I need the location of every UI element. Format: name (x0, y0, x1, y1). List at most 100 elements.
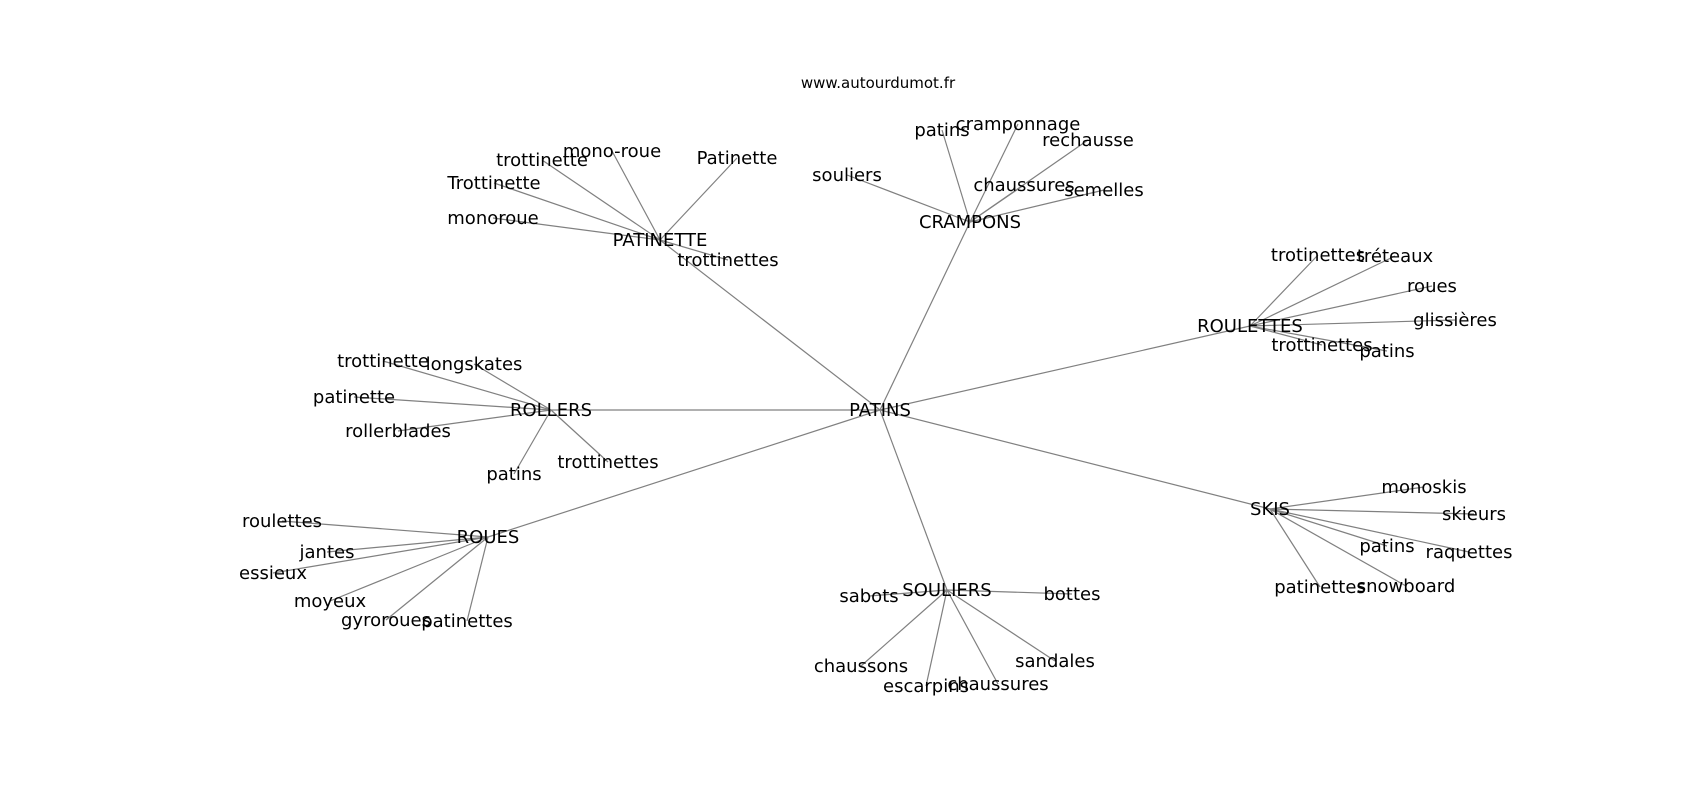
labels: PATINS CRAMPONS patins cramponnagerechausse… (239, 114, 1512, 697)
edge-roulettes-leaf-2 (1249, 285, 1433, 327)
edge-roulettes-leaf-5 (1249, 325, 1388, 352)
leaf-node-rollers: patinette (313, 387, 395, 408)
leaf-node-crampons: cramponnage (956, 114, 1081, 135)
leaf-node-crampons: rechausse (1042, 130, 1134, 151)
edge-skis-leaf-1 (1269, 508, 1475, 515)
hub-node-roues: ROUES (457, 527, 520, 548)
center-node-label: PATINS (849, 400, 911, 421)
leaf-node-skis: patins (1359, 536, 1414, 557)
edge-patinette-leaf-1 (611, 150, 661, 241)
edge-rollers-leaf-3 (397, 409, 552, 432)
edge-souliers-leaf-2 (860, 589, 948, 667)
leaf-node-rollers: patins (486, 464, 541, 485)
leaf-node-roues: moyeux (294, 591, 367, 612)
source-label: www.autourdumot.fr (801, 74, 956, 92)
leaf-node-crampons: souliers (812, 165, 882, 186)
leaf-node-patinette: Patinette (697, 148, 778, 169)
edge-center-roues (487, 409, 881, 538)
edge-souliers-leaf-0 (868, 589, 948, 597)
leaf-node-roulettes: patins (1359, 341, 1414, 362)
leaf-node-souliers: escarpins (883, 676, 969, 697)
leaf-node-roues: patinettes (421, 611, 513, 632)
leaf-node-roulettes: glissières (1413, 310, 1497, 331)
leaf-node-skis: snowboard (1357, 576, 1456, 597)
leaf-node-patinette: monoroue (447, 208, 538, 229)
leaf-node-roulettes: tréteaux (1357, 246, 1434, 267)
leaf-node-roues: essieux (239, 563, 307, 584)
leaf-node-roues: jantes (299, 542, 355, 563)
leaf-node-souliers: chaussons (814, 656, 908, 677)
edge-rollers-leaf-4 (513, 409, 552, 475)
leaf-node-roulettes: trottinettes (1271, 335, 1372, 356)
leaf-node-skis: skieurs (1442, 504, 1506, 525)
edge-rollers-leaf-5 (550, 409, 609, 463)
edge-roues-leaf-3 (329, 536, 489, 602)
leaf-node-rollers: rollerblades (345, 421, 451, 442)
edge-roulettes-leaf-1 (1249, 255, 1396, 327)
hub-node-roulettes: ROULETTES (1197, 316, 1303, 337)
edge-souliers-leaf-3 (925, 589, 948, 687)
leaf-node-patinette: Trottinette (446, 173, 540, 194)
leaf-node-roulettes: trotinettes (1271, 245, 1365, 266)
leaf-node-patinette: trottinette (496, 150, 588, 171)
edge-skis-leaf-0 (1269, 486, 1425, 510)
leaf-node-souliers: sabots (839, 586, 898, 607)
edge-rollers-leaf-2 (353, 396, 552, 411)
edge-crampons-leaf-4 (969, 184, 1025, 223)
edge-roues-leaf-2 (272, 536, 489, 574)
leaf-node-patinette: trottinettes (677, 250, 778, 271)
edge-roulettes-leaf-4 (1249, 325, 1323, 346)
hub-node-patinette: PATINETTE (613, 230, 708, 251)
edge-skis-leaf-2 (1269, 508, 1388, 547)
leaf-node-skis: patinettes (1274, 577, 1366, 598)
leaf-node-roues: roulettes (242, 511, 322, 532)
edge-patinette-leaf-0 (541, 159, 661, 241)
edge-roues-leaf-4 (385, 536, 489, 621)
edge-souliers-leaf-1 (946, 589, 1073, 595)
edge-crampons-leaf-0 (941, 129, 971, 223)
edge-rollers-leaf-1 (473, 363, 552, 411)
edge-skis-leaf-5 (1269, 508, 1407, 587)
edge-skis-leaf-4 (1269, 508, 1321, 588)
edge-patinette-leaf-2 (659, 157, 738, 241)
leaf-node-skis: monoskis (1381, 477, 1466, 498)
hub-node-rollers: ROLLERS (510, 400, 592, 421)
leaf-node-crampons: chaussures (973, 175, 1074, 196)
leaf-node-roues: gyroroues (341, 610, 431, 631)
edge-roues-leaf-1 (326, 536, 489, 553)
edge-souliers-leaf-4 (946, 589, 999, 685)
leaf-node-rollers: trottinettes (557, 452, 658, 473)
edge-rollers-leaf-0 (382, 360, 552, 411)
edge-patinette-leaf-4 (492, 217, 661, 241)
edge-center-skis (879, 409, 1271, 510)
leaf-node-rollers: longskates (426, 354, 523, 375)
edge-roues-leaf-5 (466, 536, 489, 622)
edge-crampons-leaf-3 (846, 174, 971, 223)
leaf-node-souliers: sandales (1015, 651, 1095, 672)
edge-center-roulettes (879, 325, 1251, 411)
leaf-node-roulettes: roues (1407, 276, 1457, 297)
edge-patinette-leaf-5 (659, 239, 729, 261)
edge-center-souliers (879, 409, 948, 591)
edge-roulettes-leaf-0 (1249, 254, 1319, 327)
leaf-node-rollers: trottinette (337, 351, 429, 372)
leaf-node-souliers: bottes (1043, 584, 1100, 605)
leaf-node-patinette: mono-roue (563, 141, 661, 162)
edge-souliers-leaf-5 (946, 589, 1056, 662)
edge-roulettes-leaf-3 (1249, 319, 1456, 327)
edge-center-crampons (879, 221, 971, 411)
edge-center-patinette (659, 239, 881, 411)
edge-crampons-leaf-5 (969, 189, 1105, 223)
edges (272, 123, 1475, 687)
leaf-node-crampons: semelles (1064, 180, 1144, 201)
edge-patinette-leaf-3 (493, 182, 661, 241)
hub-node-crampons: CRAMPONS (919, 212, 1021, 233)
hub-node-skis: SKIS (1250, 499, 1290, 520)
hub-node-souliers: SOULIERS (902, 580, 991, 601)
leaf-node-skis: raquettes (1426, 542, 1513, 563)
edge-skis-leaf-3 (1269, 508, 1470, 553)
edge-roues-leaf-0 (281, 520, 489, 538)
edge-crampons-leaf-1 (969, 123, 1019, 223)
leaf-node-souliers: chaussures (947, 674, 1048, 695)
